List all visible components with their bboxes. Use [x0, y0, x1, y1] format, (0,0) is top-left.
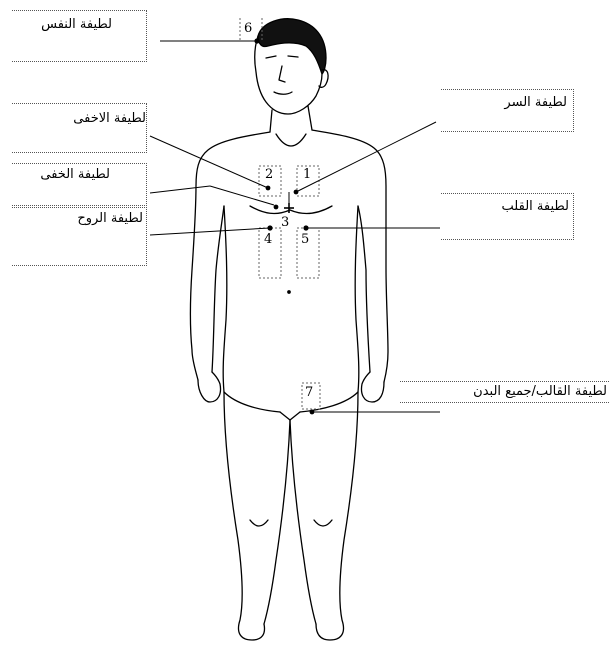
label-qalib: لطيفة القالب/جميع البدن	[473, 385, 607, 398]
number-3: 3	[281, 216, 289, 229]
label-sirr: لطيفة السر	[504, 96, 567, 109]
number-7: 7	[305, 386, 313, 399]
number-5: 5	[301, 233, 309, 246]
label-nafs: لطيفة النفس	[41, 18, 112, 31]
number-4: 4	[264, 233, 272, 246]
label-khafi: لطيفة الخفى	[40, 168, 110, 181]
number-6: 6	[244, 22, 252, 35]
label-qalb: لطيفة القلب	[502, 200, 569, 213]
number-1: 1	[303, 168, 311, 181]
number-2: 2	[265, 168, 273, 181]
label-akhfa: لطيفة الاخفى	[73, 112, 146, 125]
label-ruh: لطيفة الروح	[77, 212, 143, 225]
